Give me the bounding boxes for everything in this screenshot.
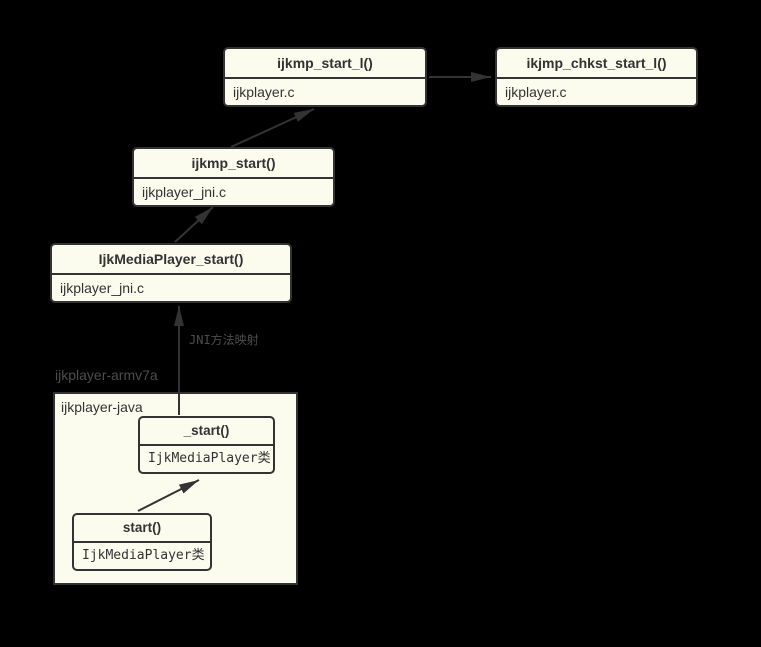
node-ijkmediaplayer-start: IjkMediaPlayer_start() ijkplayer_jni.c: [50, 243, 292, 303]
node-ijkmp-start: ijkmp_start() ijkplayer_jni.c: [132, 147, 335, 207]
node-start: start() IjkMediaPlayer类: [72, 513, 212, 571]
node-title: ikjmp_chkst_start_l(): [497, 49, 696, 79]
node-title: ijkmp_start(): [134, 149, 333, 179]
group-label-java: ijkplayer-java: [61, 399, 143, 415]
node-ikjmp-chkst-start-l: ikjmp_chkst_start_l() ijkplayer.c: [495, 47, 698, 107]
node-class: IjkMediaPlayer类: [148, 451, 271, 466]
node-file: ijkplayer.c: [233, 84, 295, 100]
node-underscore-start: _start() IjkMediaPlayer类: [138, 416, 275, 474]
arrow-ijkmp-start-to-ijkmp-start-l: [230, 108, 315, 148]
node-ijkmp-start-l: ijkmp_start_l() ijkplayer.c: [223, 47, 427, 107]
jni-mapping-label: JNI方法映射: [189, 333, 259, 347]
node-class: IjkMediaPlayer类: [82, 548, 205, 563]
arrow-ijkmediaplayer-start-to-ijkmp-start: [174, 206, 214, 243]
node-file: ijkplayer_jni.c: [60, 280, 145, 296]
node-title: ijkmp_start_l(): [225, 49, 425, 79]
node-file: ijkplayer.c: [505, 84, 567, 100]
group-label-armv7a: ijkplayer-armv7a: [55, 367, 158, 383]
node-file: ijkplayer_jni.c: [142, 184, 227, 200]
node-title: start(): [74, 515, 210, 543]
node-title: IjkMediaPlayer_start(): [52, 245, 290, 275]
node-title: _start(): [140, 418, 273, 446]
